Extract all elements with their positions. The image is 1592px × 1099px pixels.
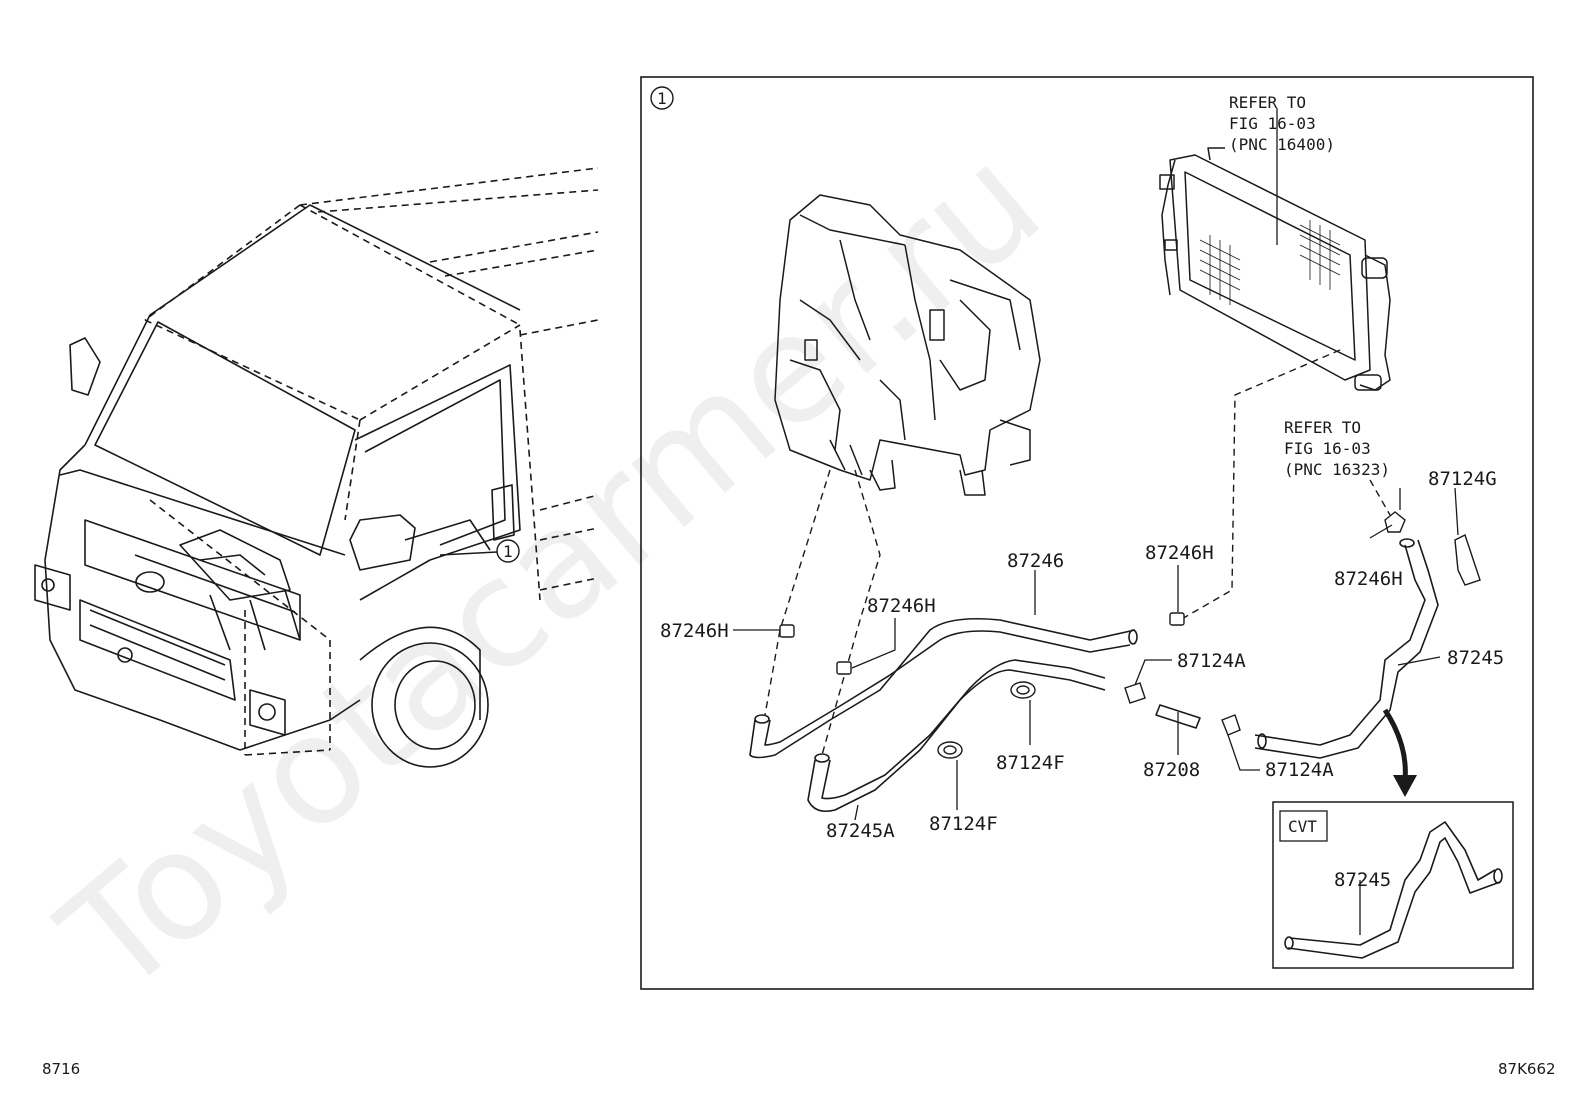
part-label-87246H-right: 87246H <box>1334 568 1403 590</box>
label-leaders <box>733 108 1459 935</box>
part-label-87246H-left: 87246H <box>660 620 729 642</box>
svg-text:1: 1 <box>657 89 667 108</box>
svg-text:FIG 16-03: FIG 16-03 <box>1284 439 1371 458</box>
detail-frame <box>640 76 1534 990</box>
radiator-illustration <box>1159 147 1391 391</box>
part-label-87246H-mid: 87246H <box>867 595 936 617</box>
watermark: Toyotacarmer.ru <box>31 114 1073 1028</box>
truck-callout: 1 <box>439 539 520 563</box>
part-label-87245: 87245 <box>1447 647 1504 669</box>
detail-callout-marker: 1 <box>650 86 674 110</box>
inset-arrowhead <box>1393 775 1417 797</box>
part-label-87246: 87246 <box>1007 550 1064 572</box>
refer-valve-note: REFER TO FIG 16-03 (PNC 16323) <box>1284 418 1390 479</box>
part-label-87124A-bottom: 87124A <box>1265 759 1334 781</box>
figure-code-left: 8716 <box>42 1060 81 1078</box>
dashed-leader-lines <box>764 349 1391 756</box>
refer-radiator-note: REFER TO FIG 16-03 (PNC 16400) <box>1229 93 1335 154</box>
part-label-87124F-right: 87124F <box>996 752 1065 774</box>
figure-code-right: 87K662 <box>1498 1060 1556 1078</box>
svg-text:FIG 16-03: FIG 16-03 <box>1229 114 1316 133</box>
svg-text:(PNC 16323): (PNC 16323) <box>1284 460 1390 479</box>
inset-tag-box <box>1279 810 1328 842</box>
svg-text:REFER TO: REFER TO <box>1229 93 1306 112</box>
inset-frame <box>1272 801 1514 969</box>
svg-text:1: 1 <box>503 542 513 561</box>
svg-text:(PNC 16400): (PNC 16400) <box>1229 135 1335 154</box>
part-label-87245-inset: 87245 <box>1334 869 1391 891</box>
inset-arrow <box>1382 708 1408 781</box>
part-label-87124F-left: 87124F <box>929 813 998 835</box>
heater-unit-illustration <box>774 194 1041 496</box>
part-label-87124A-top: 87124A <box>1177 650 1246 672</box>
truck-illustration <box>34 167 599 768</box>
inset-hose <box>1284 821 1503 959</box>
inset-tag-label: CVT <box>1288 817 1317 836</box>
part-label-87245A: 87245A <box>826 820 895 842</box>
part-label-87246H-top: 87246H <box>1145 542 1214 564</box>
part-label-87124G: 87124G <box>1428 468 1497 490</box>
part-label-87208: 87208 <box>1143 759 1200 781</box>
hoses <box>749 538 1439 813</box>
svg-text:REFER TO: REFER TO <box>1284 418 1361 437</box>
clips-and-clamps <box>779 511 1481 759</box>
